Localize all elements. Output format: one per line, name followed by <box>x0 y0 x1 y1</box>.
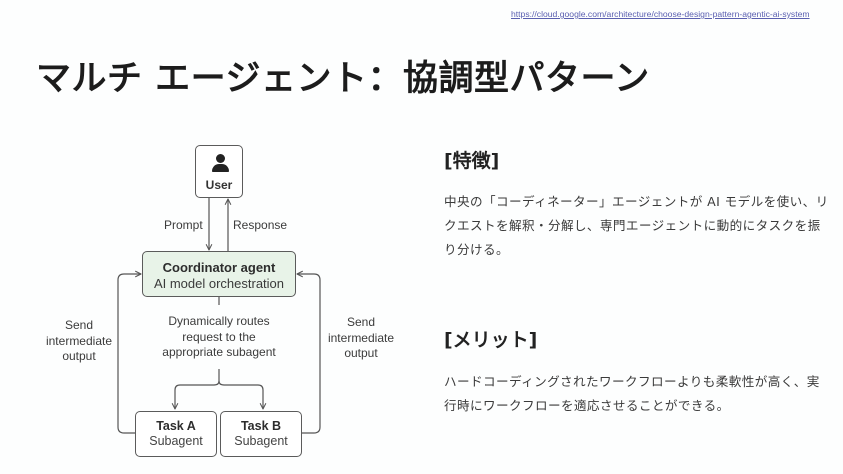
route-branch-a <box>175 380 220 409</box>
prompt-label: Prompt <box>164 218 203 232</box>
merit-heading: [メリット] <box>444 329 538 351</box>
features-body: 中央の「コーディネーター」エージェントが AI モデルを使い、リクエストを解釈・… <box>444 194 829 257</box>
route-branch-b <box>218 380 263 409</box>
route-line: appropriate subagent <box>162 345 276 359</box>
task-a-subtitle: Subagent <box>149 434 203 448</box>
route-line: request to the <box>182 329 256 344</box>
send-line: output <box>62 349 96 363</box>
task-b-title: Task B <box>240 419 282 433</box>
feedback-arrow-left <box>117 274 141 434</box>
feedback-arrow-right <box>297 274 321 434</box>
send-output-label-left: Send intermediate output <box>40 318 118 365</box>
coordinator-title: Coordinator agent <box>162 260 276 275</box>
route-line: Dynamically routes <box>168 314 270 328</box>
send-line: intermediate <box>327 330 395 345</box>
send-line: intermediate <box>45 333 113 348</box>
coordinator-agent-node: Coordinator agent AI model orchestration <box>142 251 296 297</box>
diagram-connectors <box>117 198 321 434</box>
send-line: output <box>344 346 378 360</box>
user-node: User <box>195 145 243 198</box>
person-icon <box>212 154 229 172</box>
task-b-node: Task B Subagent <box>220 411 302 457</box>
response-label: Response <box>233 218 288 232</box>
user-label: User <box>205 178 233 192</box>
source-link[interactable]: https://cloud.google.com/architecture/ch… <box>511 9 810 19</box>
route-label: Dynamically routes request to the approp… <box>160 314 278 361</box>
task-a-node: Task A Subagent <box>135 411 217 457</box>
slide-title: マルチ エージェント：協調型パターン <box>36 59 650 99</box>
send-line: Send <box>64 318 94 332</box>
features-heading: [特徴] <box>444 150 500 172</box>
merit-body: ハードコーディングされたワークフローよりも柔軟性が高く、実行時にワークフローを適… <box>444 374 820 413</box>
coordinator-subtitle: AI model orchestration <box>153 276 285 291</box>
send-line: Send <box>346 315 376 329</box>
send-output-label-right: Send intermediate output <box>322 315 400 362</box>
task-b-subtitle: Subagent <box>234 434 288 448</box>
task-a-title: Task A <box>156 419 196 433</box>
coordinator-pattern-diagram: User Prompt Response Coordinator agent A… <box>40 145 400 457</box>
